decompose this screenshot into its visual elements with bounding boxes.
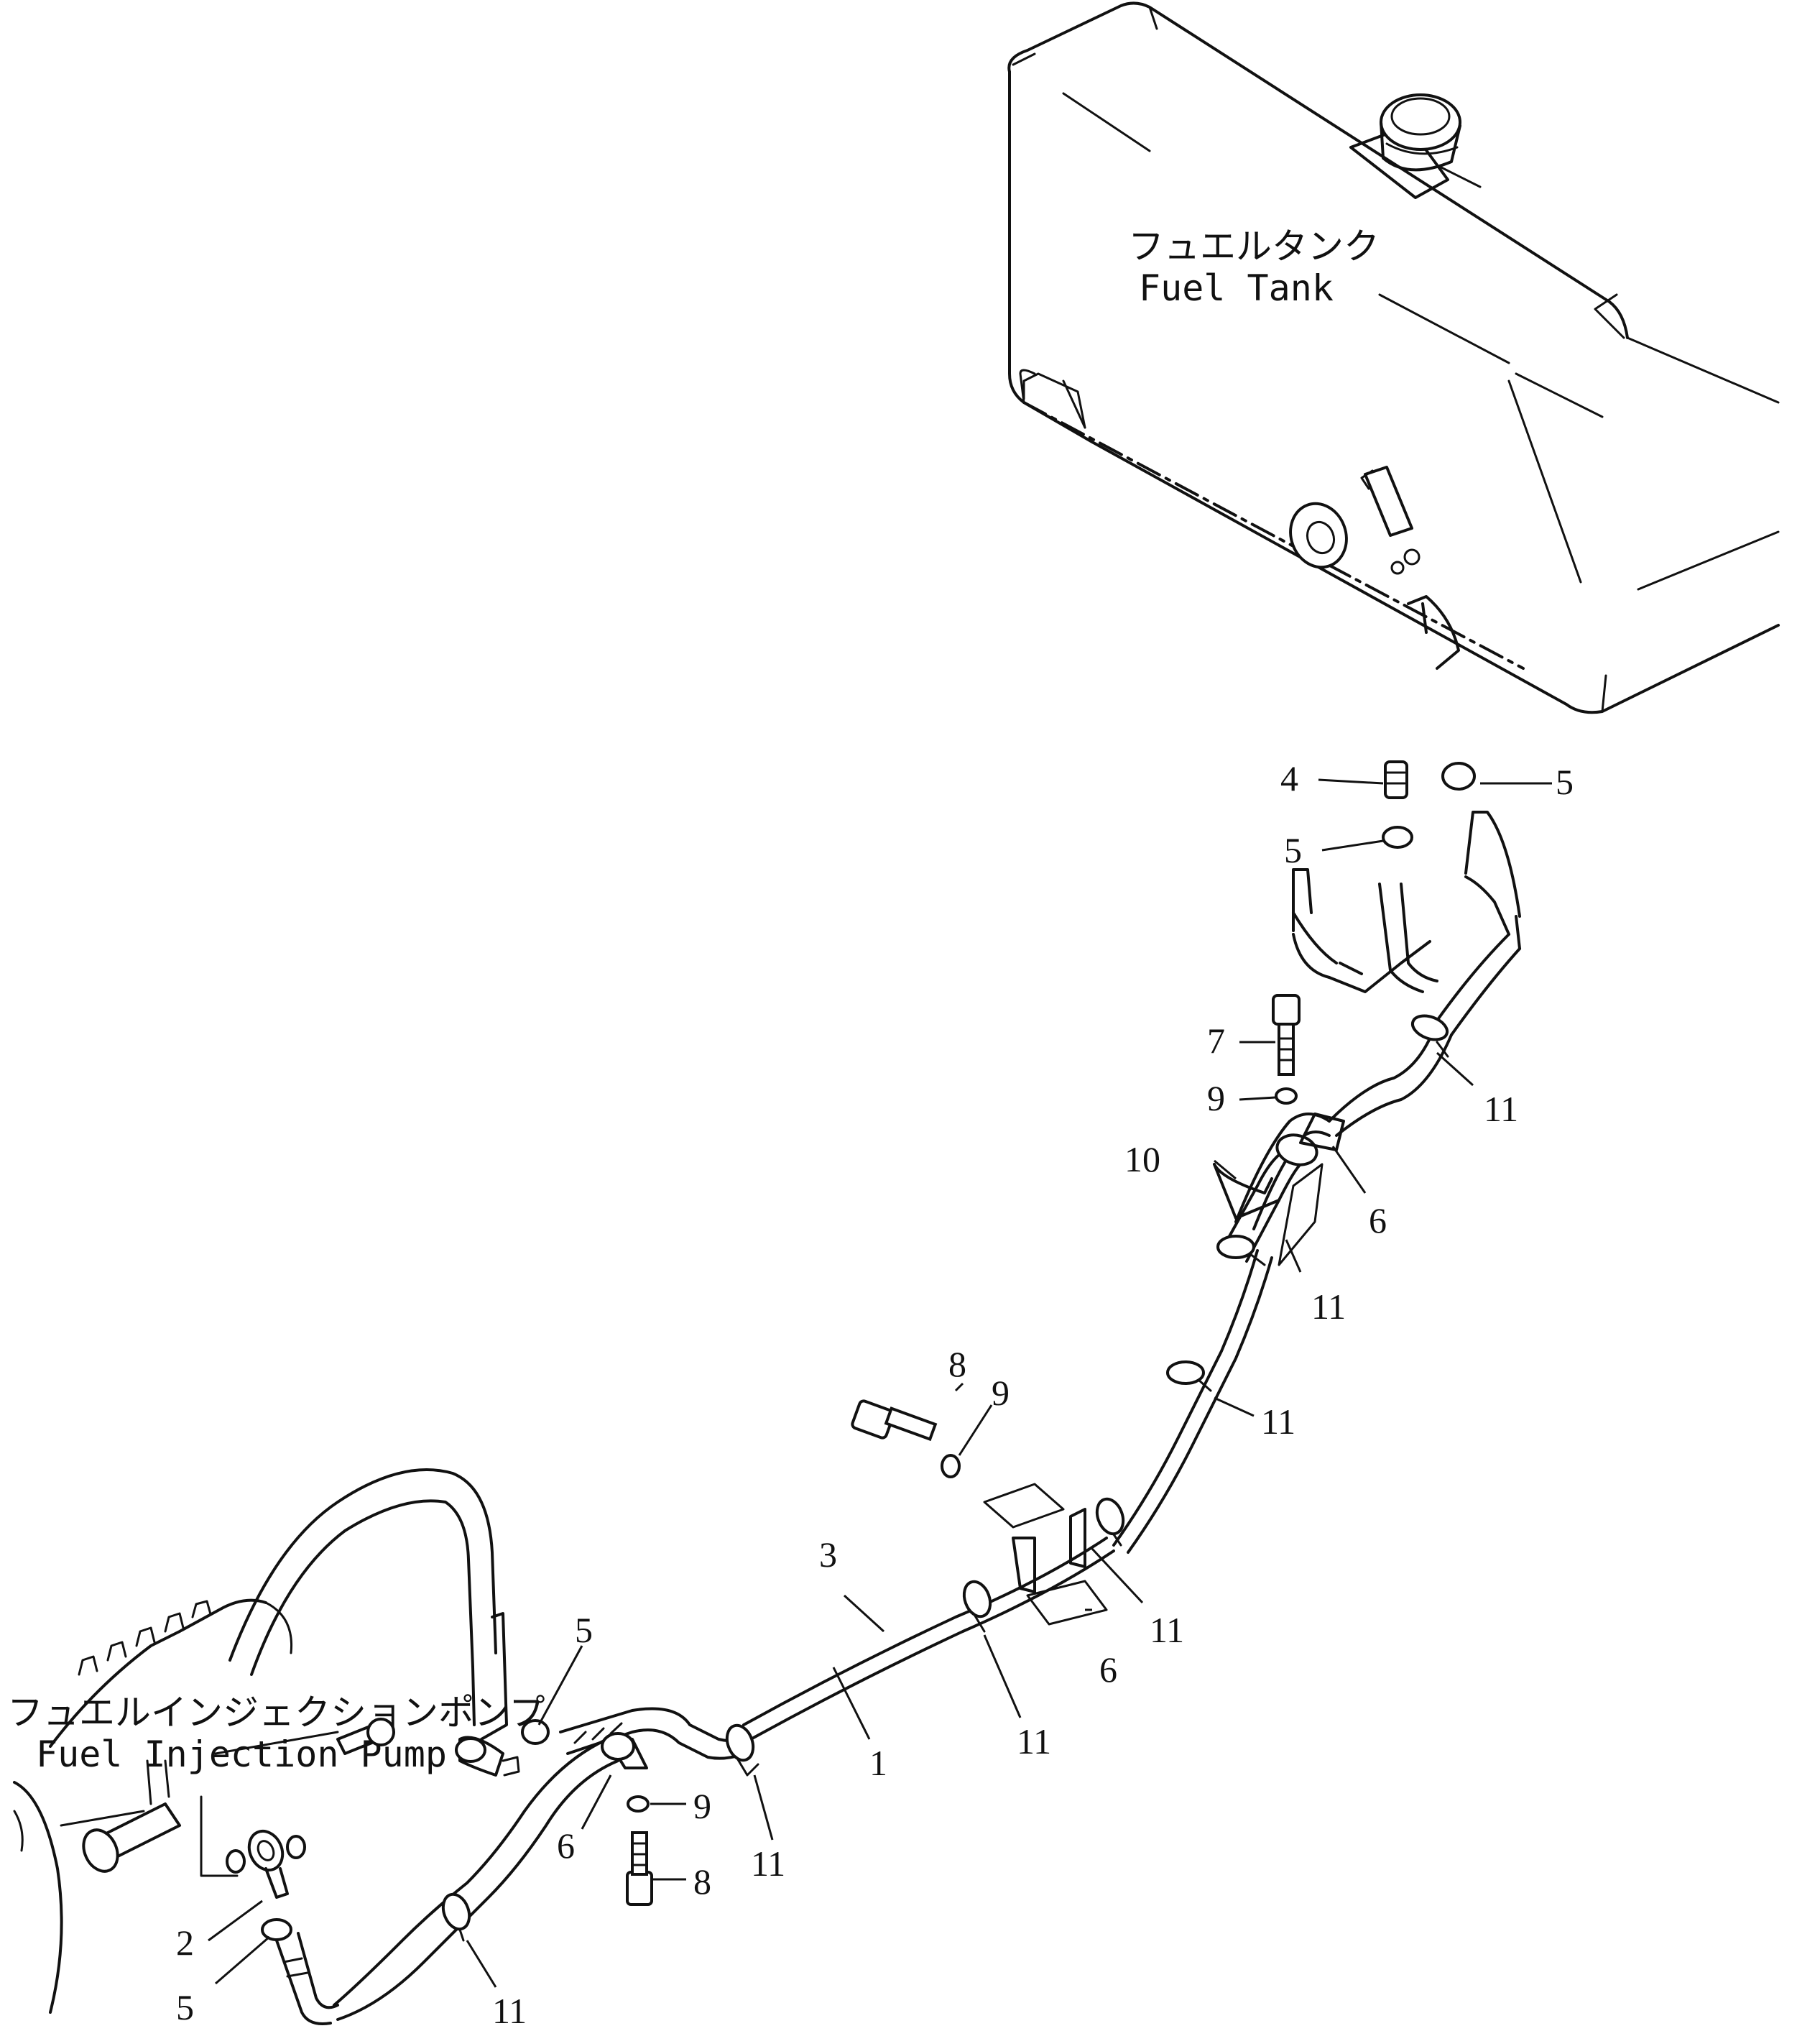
callout-2: 2 <box>176 1922 194 1963</box>
return-hose-loop <box>228 1468 520 1777</box>
callout-11: 11 <box>1484 1089 1518 1129</box>
main-fuel-pipe <box>742 811 1521 1741</box>
brackets-6 <box>601 1113 1345 1769</box>
callout-9: 9 <box>992 1373 1010 1413</box>
callout-11: 11 <box>1017 1721 1051 1761</box>
callout-11: 11 <box>751 1843 785 1884</box>
callout-5: 5 <box>575 1610 593 1650</box>
callout-11: 11 <box>1311 1286 1346 1327</box>
fittings <box>247 760 1476 1941</box>
callout-1: 1 <box>869 1743 887 1783</box>
callout-9: 9 <box>693 1786 711 1826</box>
washers-9 <box>226 1087 1298 1874</box>
callout-8: 8 <box>948 1344 966 1384</box>
clamps-11 <box>441 1014 1449 1942</box>
callout-9: 9 <box>1207 1078 1225 1118</box>
callout-3: 3 <box>819 1534 837 1575</box>
callout-5: 5 <box>1284 830 1302 870</box>
callout-6: 6 <box>1369 1200 1387 1240</box>
bolts <box>336 994 1301 1906</box>
fuel-tank <box>1007 1 1780 714</box>
callout-11: 11 <box>1261 1401 1295 1442</box>
callout-6: 6 <box>557 1825 575 1866</box>
callout-5: 5 <box>1556 762 1574 802</box>
callout-5: 5 <box>176 1987 194 2027</box>
callout-7: 7 <box>1207 1021 1225 1061</box>
pump-label-jp: フュエルインジェクションポンプ <box>7 1692 545 1733</box>
callout-4: 4 <box>1280 758 1298 798</box>
fuel-tank-label-jp: フュエルタンク <box>1128 226 1380 267</box>
callouts: 4 5 5 7 9 11 10 6 11 11 8 9 3 11 11 6 5 … <box>176 758 1574 2031</box>
callout-10: 10 <box>1124 1139 1160 1179</box>
callout-11: 11 <box>492 1991 527 2031</box>
feed-hose-lower <box>275 1738 619 2025</box>
fuel-injection-pump <box>13 1598 339 2014</box>
callout-6: 6 <box>1099 1649 1117 1690</box>
callout-11: 11 <box>1150 1610 1184 1650</box>
fuel-tank-label-en: Fuel Tank <box>1139 267 1334 309</box>
callout-8: 8 <box>693 1861 711 1902</box>
leader-lines <box>208 778 1552 1988</box>
